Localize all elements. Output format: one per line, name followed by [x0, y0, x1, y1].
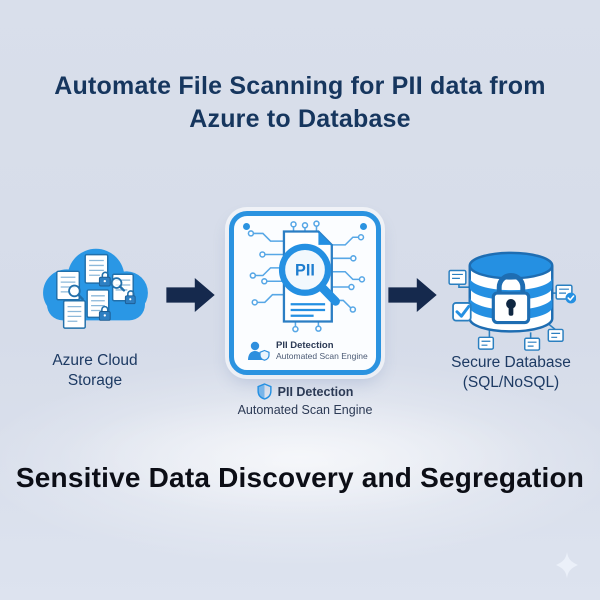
- lock-icon: [98, 271, 136, 321]
- arrow-right-icon: [166, 277, 216, 318]
- secure-database-icon: [446, 244, 577, 359]
- pii-magnifier-icon: PII: [278, 243, 340, 306]
- engine-caption: PII Detection Automated Scan Engine: [215, 383, 395, 417]
- corner-dot-icon: [243, 223, 250, 230]
- sparkle-icon: [552, 550, 582, 585]
- padlock-icon: [491, 273, 531, 325]
- corner-dot-icon: [360, 223, 367, 230]
- azure-cloud-storage-icon: [31, 238, 159, 341]
- circuit-nodes-icon: [247, 220, 366, 333]
- magnifier-icon: [68, 277, 126, 301]
- badge-subtitle: Automated Scan Engine: [276, 351, 368, 362]
- shield-icon: [257, 383, 272, 400]
- page-title: Automate File Scanning for PII data from…: [54, 72, 546, 133]
- pii-scan-engine-box: PII PII Detection Automated Scan Engine: [229, 211, 381, 375]
- document-icon: [62, 299, 86, 329]
- pii-scan-illustration: PII: [247, 220, 366, 333]
- footer-headline: Sensitive Data Discovery and Segregation: [15, 462, 585, 493]
- checkbox-icon: [452, 302, 472, 322]
- cloud-icon: [43, 248, 148, 329]
- source-label: Azure Cloud Storage: [52, 352, 138, 390]
- badge-title: PII Detection: [276, 339, 334, 351]
- engine-badge: PII Detection Automated Scan Engine: [246, 340, 368, 363]
- analyst-icon: [248, 342, 270, 362]
- arrow-right-icon: [388, 277, 438, 318]
- caption-title: PII Detection: [277, 384, 354, 399]
- caption-subtitle: Automated Scan Engine: [237, 403, 373, 417]
- background-glow: [60, 396, 540, 516]
- magnifier-text: PII: [295, 262, 315, 280]
- check-badge-icon: [565, 292, 577, 304]
- destination-label: Secure Database (SQL/NoSQL): [451, 354, 571, 392]
